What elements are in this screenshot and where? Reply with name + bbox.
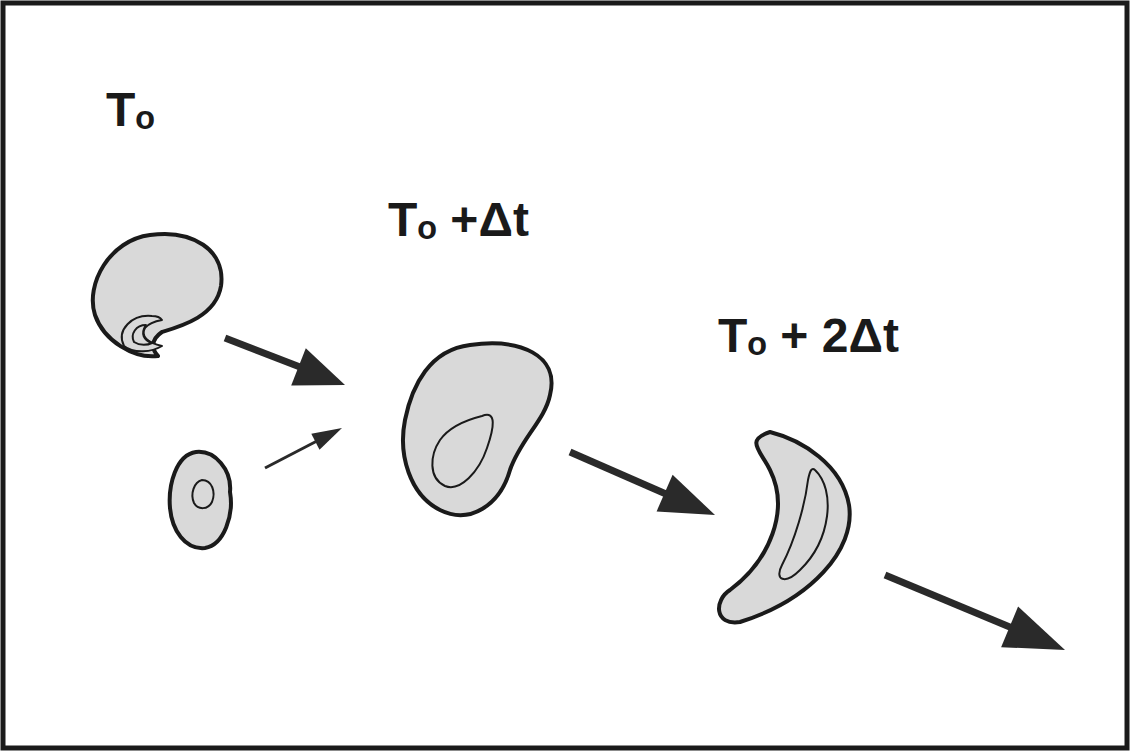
motion-arrow [265,428,342,468]
motion-arrow [225,338,345,385]
storm-cell [403,343,551,515]
time-label: Tₒ + 2Δt [718,310,899,363]
storm-cell [93,234,222,356]
time-label: Tₒ [106,84,155,137]
motion-arrow [570,452,715,515]
bow-echo [719,432,850,622]
frame [3,3,1127,748]
motion-arrow [885,575,1065,650]
storm-cell [170,452,231,548]
time-label: Tₒ +Δt [388,194,529,247]
